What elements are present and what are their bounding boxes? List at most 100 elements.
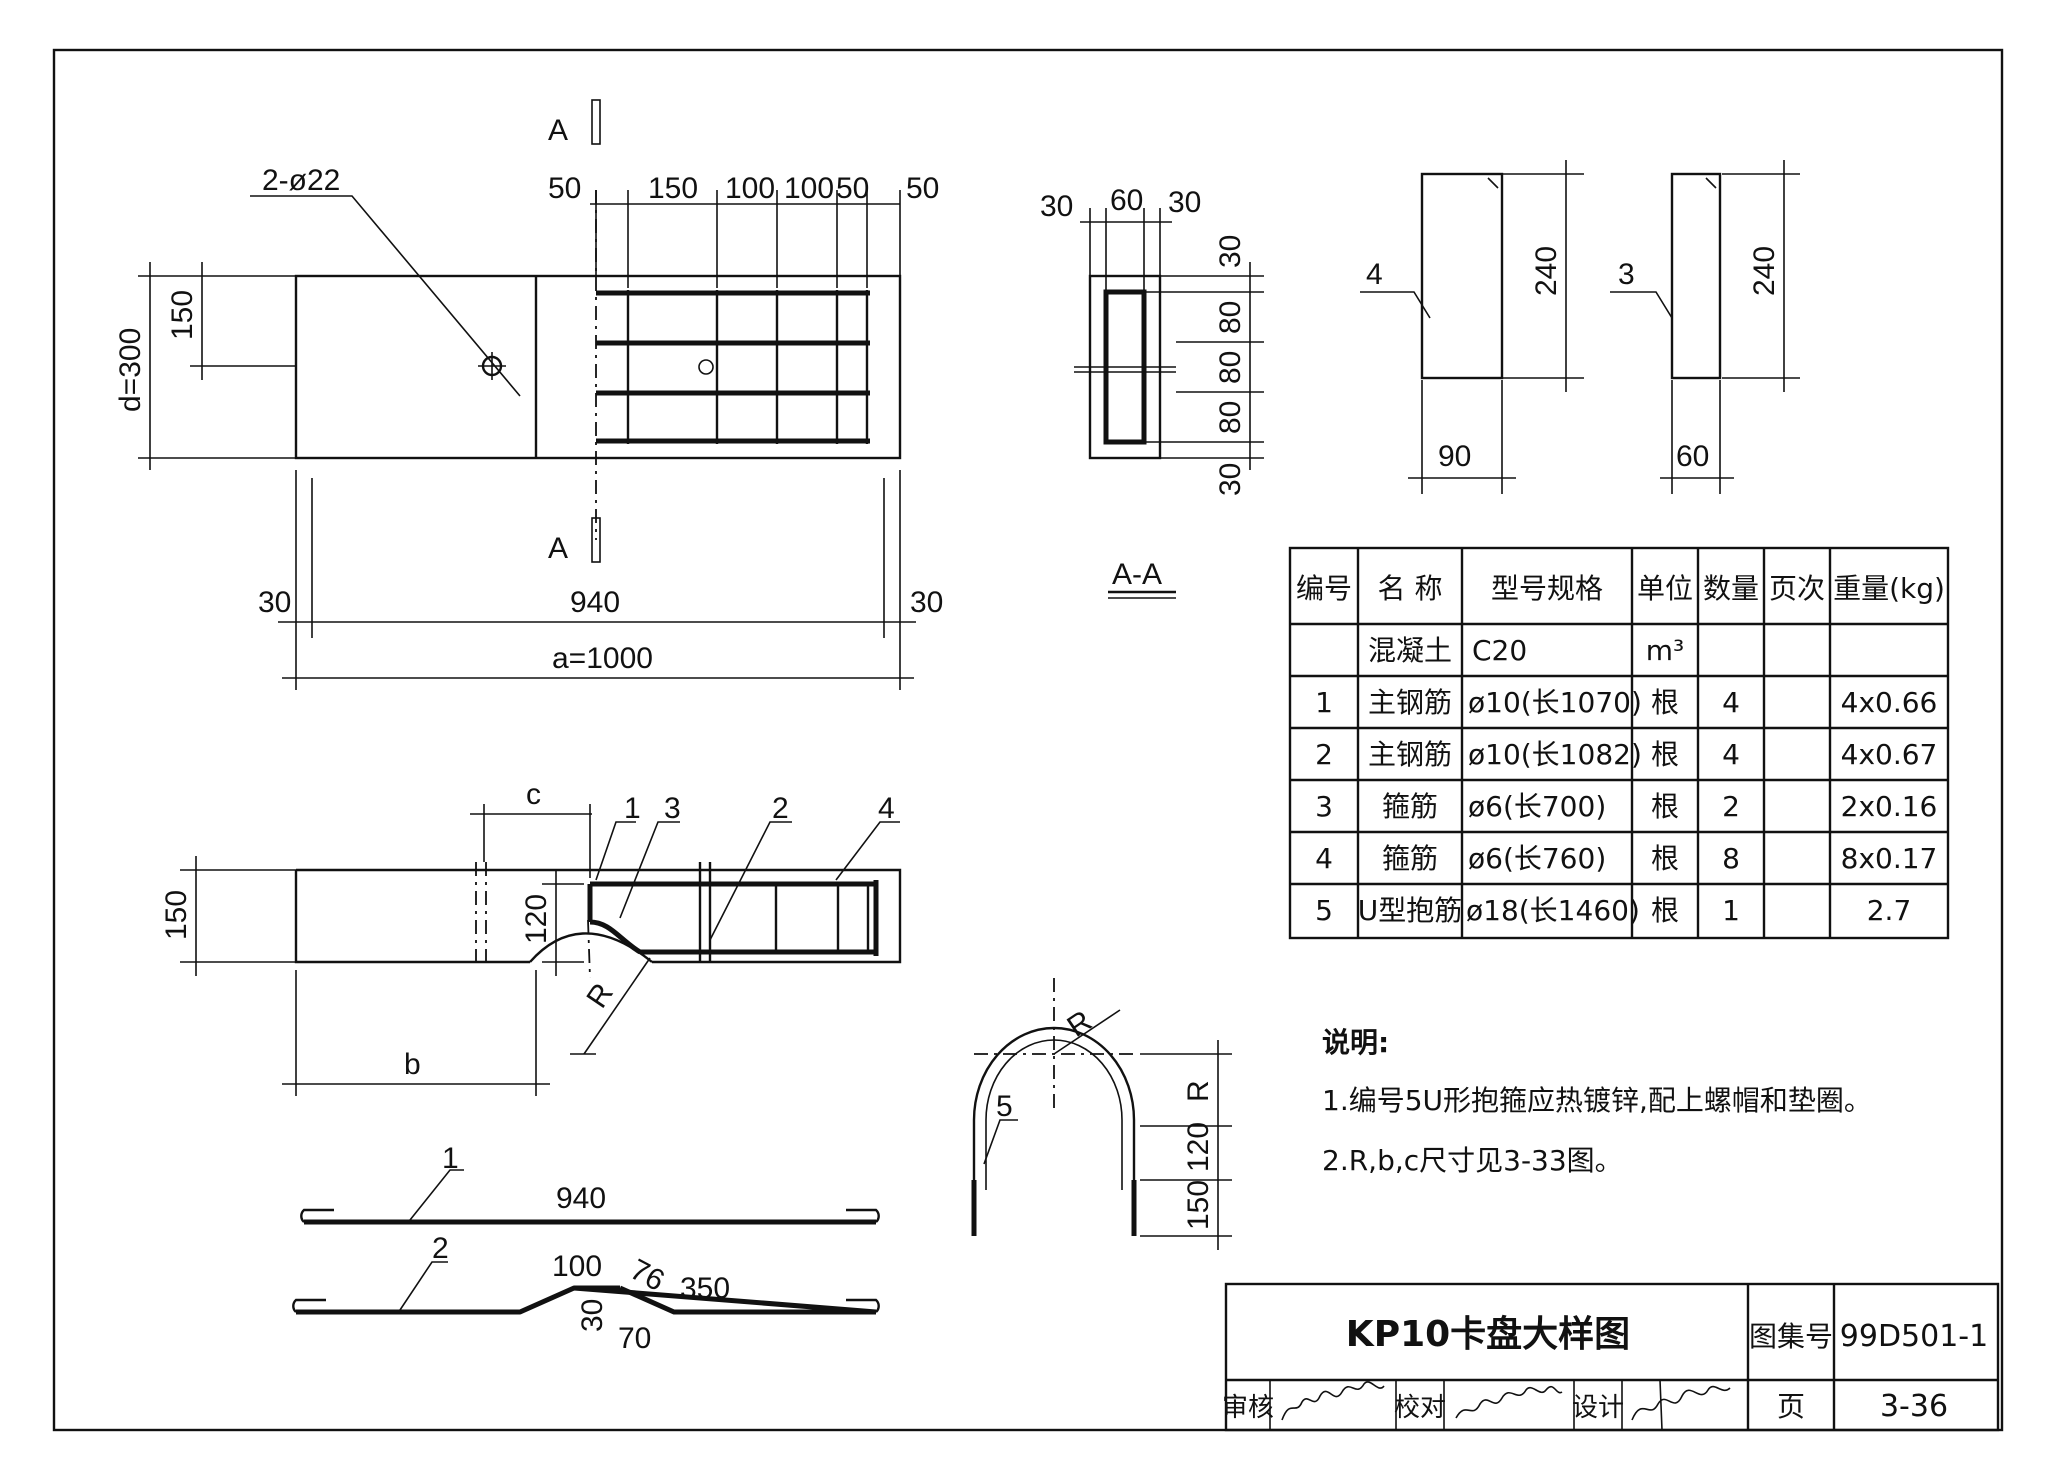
svg-text:5: 5 — [996, 1090, 1013, 1123]
signature-review — [1281, 1381, 1385, 1421]
svg-text:90: 90 — [1438, 440, 1471, 473]
svg-text:120: 120 — [1182, 1122, 1215, 1172]
section-title: A-A — [1112, 558, 1162, 591]
svg-text:100: 100 — [552, 1250, 602, 1283]
table-row: 2 主钢筋 ø10(长1082) 根 4 4x0.67 — [1315, 738, 1937, 771]
note-item: 1.编号5U形抱箍应热镀锌,配上螺帽和垫圈。 — [1322, 1084, 1872, 1117]
notes-heading: 说明: — [1322, 1026, 1389, 1059]
svg-text:1: 1 — [624, 792, 641, 825]
section-letter-bottom: A — [548, 532, 568, 565]
table-row: 1 主钢筋 ø10(长1070) 根 4 4x0.66 — [1315, 686, 1937, 719]
svg-text:主钢筋: 主钢筋 — [1368, 686, 1452, 719]
svg-text:R: R — [1182, 1080, 1215, 1102]
svg-text:ø10(长1070): ø10(长1070) — [1468, 686, 1642, 719]
svg-text:240: 240 — [1530, 246, 1563, 296]
table-header: 数量 — [1703, 572, 1759, 605]
svg-text:4: 4 — [1722, 738, 1740, 771]
svg-text:2: 2 — [1722, 790, 1740, 823]
svg-text:ø6(长760): ø6(长760) — [1468, 842, 1606, 875]
svg-text:50: 50 — [836, 172, 869, 205]
section-mark-bottom — [591, 517, 601, 563]
svg-text:根: 根 — [1651, 842, 1679, 875]
plan-outline — [294, 274, 902, 460]
sheet-border — [52, 48, 2004, 1432]
hole-label: 2-ø22 — [262, 164, 340, 197]
elevation-view: 1 3 2 4 c 120 R 150 b — [160, 778, 902, 1096]
svg-text:240: 240 — [1748, 246, 1781, 296]
svg-text:150: 150 — [160, 890, 193, 940]
svg-text:30: 30 — [910, 586, 943, 619]
svg-text:ø6(长700): ø6(长700) — [1468, 790, 1606, 823]
notes: 说明: 1.编号5U形抱箍应热镀锌,配上螺帽和垫圈。 2.R,b,c尺寸见3-3… — [1322, 1026, 1872, 1177]
overall-length: a=1000 — [552, 642, 653, 675]
svg-text:b: b — [404, 1048, 421, 1081]
table-header: 型号规格 — [1491, 572, 1603, 605]
table-header: 编号 — [1296, 572, 1352, 605]
material-table: 编号 名 称 型号规格 单位 数量 页次 重量(kg) 混凝土 C20 m³ 1… — [1288, 546, 1950, 940]
svg-text:1: 1 — [442, 1142, 459, 1175]
svg-text:150: 150 — [166, 290, 199, 340]
plan-left-dimensions: d=300 150 — [114, 262, 296, 470]
svg-text:150: 150 — [1182, 1180, 1215, 1230]
svg-text:4: 4 — [1722, 686, 1740, 719]
svg-text:2.7: 2.7 — [1867, 894, 1912, 927]
svg-text:d=300: d=300 — [114, 328, 147, 412]
svg-text:页: 页 — [1777, 1390, 1805, 1423]
svg-text:350: 350 — [680, 1272, 730, 1305]
svg-text:根: 根 — [1651, 686, 1679, 719]
svg-text:1: 1 — [1722, 894, 1740, 927]
svg-text:150: 150 — [648, 172, 698, 205]
svg-text:30: 30 — [1040, 190, 1073, 223]
svg-text:30: 30 — [1214, 235, 1247, 268]
small-hole — [698, 359, 714, 375]
svg-text:4: 4 — [1366, 258, 1383, 291]
svg-text:30: 30 — [576, 1299, 609, 1332]
svg-text:设计: 设计 — [1572, 1393, 1624, 1423]
svg-text:120: 120 — [520, 894, 553, 944]
svg-text:3: 3 — [1315, 790, 1333, 823]
svg-text:主钢筋: 主钢筋 — [1368, 738, 1452, 771]
svg-text:100: 100 — [784, 172, 834, 205]
svg-text:U型抱筋: U型抱筋 — [1358, 894, 1463, 927]
table-header: 页次 — [1769, 572, 1825, 605]
svg-text:30: 30 — [1168, 186, 1201, 219]
svg-text:1: 1 — [1315, 686, 1333, 719]
svg-text:60: 60 — [1676, 440, 1709, 473]
svg-text:图集号: 图集号 — [1749, 1320, 1833, 1353]
svg-text:5: 5 — [1315, 894, 1333, 927]
svg-text:60: 60 — [1110, 184, 1143, 217]
svg-text:校对: 校对 — [1394, 1393, 1446, 1423]
stirrup-3: 3 240 60 — [1610, 160, 1800, 494]
note-item: 2.R,b,c尺寸见3-33图。 — [1322, 1144, 1623, 1177]
svg-text:R: R — [580, 977, 619, 1013]
stirrup-4: 4 240 90 — [1360, 160, 1584, 494]
svg-text:混凝土: 混凝土 — [1368, 634, 1452, 667]
bar-2: 2 100 76 350 30 70 — [292, 1232, 880, 1355]
svg-text:4x0.66: 4x0.66 — [1841, 686, 1938, 719]
table-row: 3 箍筋 ø6(长700) 根 2 2x0.16 — [1315, 790, 1937, 823]
u-bolt: R 5 R 120 150 — [971, 978, 1232, 1250]
table-header: 名 称 — [1378, 572, 1443, 605]
svg-text:8x0.17: 8x0.17 — [1841, 842, 1938, 875]
section-mark-top — [591, 99, 601, 145]
plan-bottom-dimensions: 30 940 30 a=1000 — [258, 470, 943, 690]
svg-text:箍筋: 箍筋 — [1382, 842, 1438, 875]
svg-text:c: c — [526, 778, 541, 811]
section-aa: 30 60 30 30 80 80 80 30 A-A — [1040, 184, 1264, 599]
table-row: 混凝土 C20 m³ — [1368, 634, 1684, 667]
svg-text:940: 940 — [570, 586, 620, 619]
svg-text:根: 根 — [1651, 738, 1679, 771]
hole-leader — [250, 195, 521, 397]
svg-text:940: 940 — [556, 1182, 606, 1215]
svg-text:C20: C20 — [1472, 634, 1527, 667]
table-header: 重量(kg) — [1833, 572, 1945, 605]
svg-text:80: 80 — [1214, 301, 1247, 334]
table-row: 4 箍筋 ø6(长760) 根 8 8x0.17 — [1315, 842, 1937, 875]
signature-design — [1631, 1379, 1731, 1431]
rebar-grid — [596, 290, 870, 444]
svg-text:100: 100 — [725, 172, 775, 205]
svg-text:ø10(长1082): ø10(长1082) — [1468, 738, 1642, 771]
svg-text:审核: 审核 — [1222, 1393, 1274, 1423]
svg-text:30: 30 — [258, 586, 291, 619]
